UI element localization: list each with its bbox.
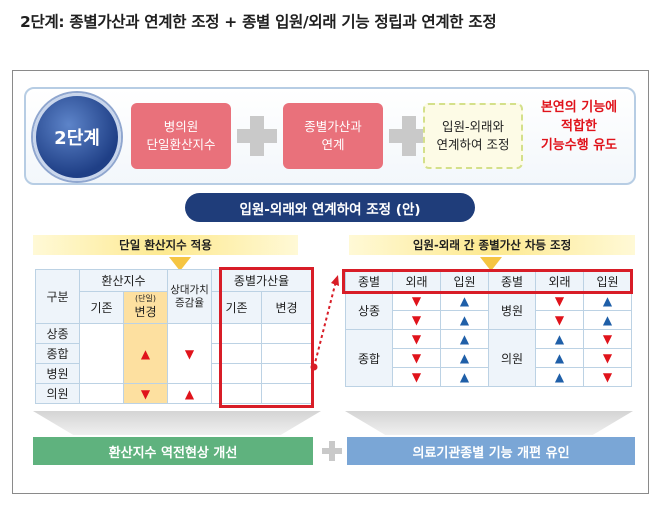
cell: [211, 383, 263, 404]
down-arrow-icon: [169, 257, 191, 271]
cell: [261, 383, 313, 404]
right-band-label: 입원-외래 간 종별가산 차등 조정: [349, 235, 635, 255]
cell: [79, 383, 124, 404]
page-title: 2단계: 종별가산과 연계한 조정 + 종별 입원/외래 기능 정립과 연계한 …: [20, 13, 497, 31]
up-arrow-icon: ▲: [583, 310, 632, 330]
up-arrow-icon: ▲: [440, 291, 489, 311]
up-arrow-icon: ▲: [535, 367, 584, 387]
up-arrow-icon: ▲: [535, 348, 584, 368]
proposal-title: 입원-외래와 연계하여 조정 (안): [185, 193, 475, 222]
cell: [261, 343, 313, 364]
down-arrow-icon: [480, 257, 502, 271]
down-arrow-icon: ▼: [535, 291, 584, 311]
outcome-right: 의료기관종별 기능 개편 유인: [347, 437, 635, 465]
down-arrow-icon: ▼: [583, 348, 632, 368]
down-arrow-icon: ▼: [535, 310, 584, 330]
header-inpatient: 입원: [583, 271, 632, 292]
header-change: (단일)변경: [122, 291, 169, 324]
down-arrow-icon: ▼: [392, 291, 441, 311]
left-band-label: 단일 환산지수 적용: [33, 235, 298, 255]
up-arrow-icon: ▲: [583, 291, 632, 311]
cell: [79, 323, 124, 384]
header-relative-value: 상대가치 증감율: [167, 269, 213, 324]
left-table: 구분 환산지수 상대가치 증감율 종별가산율 기존 (단일)변경 기존 변경 상…: [35, 269, 313, 404]
down-arrow-icon: ▼: [583, 329, 632, 349]
down-arrow-icon: ▼: [167, 323, 213, 384]
type-addition-highlight: [219, 267, 314, 408]
down-arrow-icon: ▼: [583, 367, 632, 387]
up-arrow-icon: ▲: [535, 329, 584, 349]
plus-icon: [237, 116, 277, 156]
down-arrow-icon: ▼: [392, 367, 441, 387]
header-outpatient: 외래: [535, 271, 584, 292]
cell: [211, 323, 263, 344]
up-arrow-icon: ▲: [440, 367, 489, 387]
down-arrow-icon: ▼: [122, 383, 169, 404]
plus-icon: [389, 116, 429, 156]
funnel-left: [33, 411, 321, 435]
up-arrow-icon: ▲: [440, 329, 489, 349]
row-label: 의원: [488, 329, 536, 387]
up-arrow-icon: ▲: [122, 323, 169, 384]
row-label: 병원: [35, 363, 80, 384]
header-conversion: 환산지수: [78, 269, 169, 292]
stage-badge: 2단계: [33, 93, 121, 181]
header-group: 구분: [35, 269, 80, 324]
cell: [211, 343, 263, 364]
down-arrow-icon: ▼: [392, 329, 441, 349]
cell: [211, 363, 263, 384]
down-arrow-icon: ▼: [392, 310, 441, 330]
row-label: 병원: [488, 291, 536, 330]
row-label: 의원: [35, 383, 80, 404]
up-arrow-icon: ▲: [167, 383, 213, 404]
header-outpatient: 외래: [392, 271, 441, 292]
row-label: 종합: [35, 343, 80, 364]
row-label: 종합: [345, 329, 393, 387]
plus-icon: [322, 441, 342, 461]
header-highlight: [342, 269, 633, 294]
up-arrow-icon: ▲: [440, 310, 489, 330]
header-base: 기존: [79, 291, 124, 324]
row-label: 상종: [35, 323, 80, 344]
row-label: 상종: [345, 291, 393, 330]
connector-arrow: [310, 275, 339, 371]
outcome-left: 환산지수 역전현상 개선: [33, 437, 313, 465]
up-arrow-icon: ▲: [440, 348, 489, 368]
funnel-right: [345, 411, 633, 435]
down-arrow-icon: ▼: [392, 348, 441, 368]
